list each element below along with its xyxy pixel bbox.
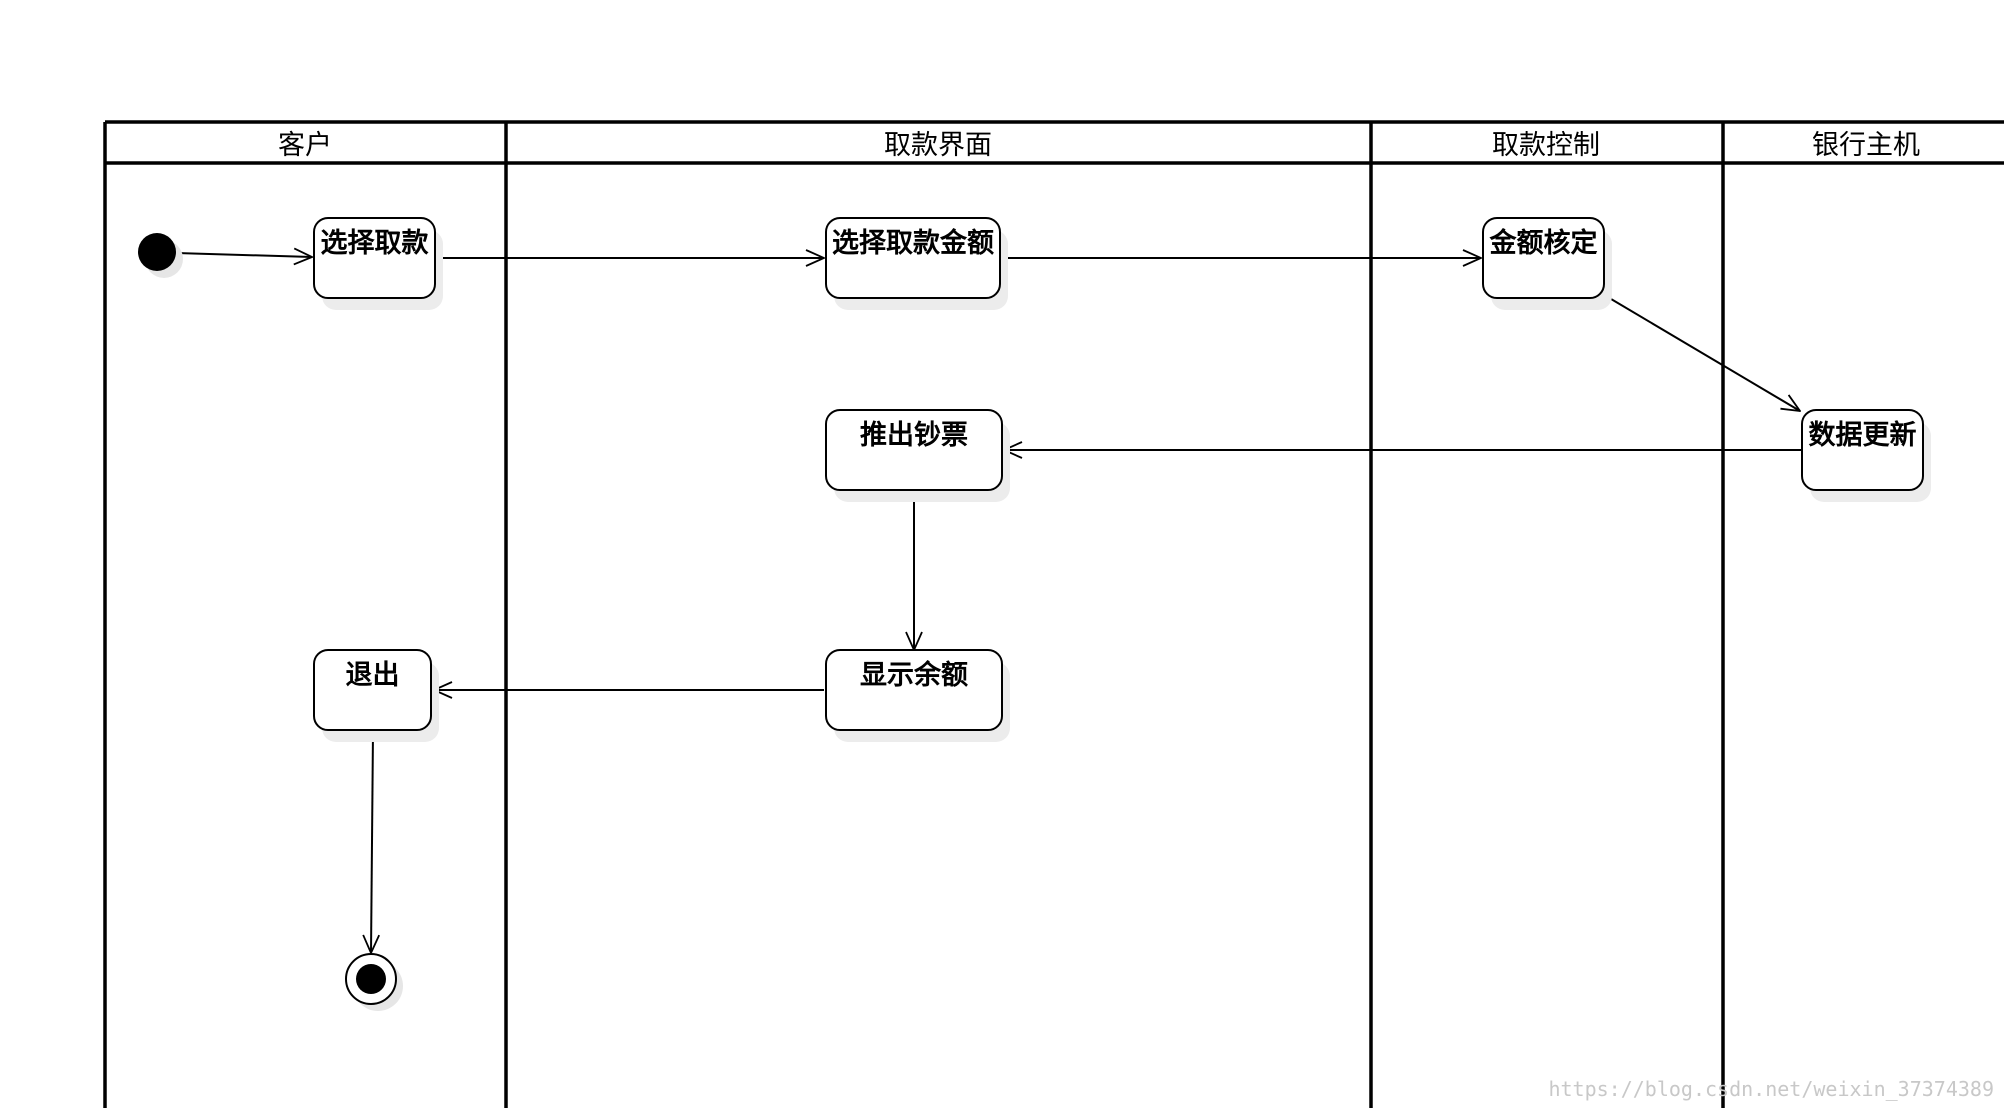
activity-select-amount-label: 选择取款金额: [832, 227, 994, 259]
activity-dispense-cash-label: 推出钞票: [860, 420, 968, 451]
activity-exit: 退出: [313, 649, 439, 742]
activity-exit-label: 退出: [346, 660, 400, 691]
activity-verify-amount: 金额核定: [1482, 217, 1612, 310]
activity-select-withdraw: 选择取款: [313, 217, 443, 310]
start-node: [138, 233, 183, 278]
activity-select-withdraw-label: 选择取款: [321, 228, 430, 259]
lane-title-customer: 客户: [278, 130, 332, 161]
lane-title-withdraw-ui: 取款界面: [884, 130, 992, 161]
watermark-text: https://blog.csdn.net/weixin_37374389: [1548, 1077, 1994, 1101]
activity-update-data-label: 数据更新: [1809, 419, 1917, 451]
lane-title-bank-host: 银行主机: [1812, 130, 1920, 161]
activity-select-amount: 选择取款金额: [825, 217, 1008, 310]
edge-start-to-select-withdraw: [175, 253, 312, 257]
edge-verify-amount-to-update-data: [1605, 295, 1800, 411]
activity-show-balance-label: 显示余额: [860, 659, 968, 691]
edge-exit-to-end: [371, 730, 373, 953]
activity-show-balance: 显示余额: [825, 649, 1010, 742]
end-node: [345, 953, 403, 1011]
activity-verify-amount-label: 金额核定: [1489, 227, 1598, 259]
swimlane-frame: [103, 120, 2004, 1108]
flow-edges: [175, 253, 1801, 953]
activity-dispense-cash: 推出钞票: [825, 409, 1010, 502]
lane-title-withdraw-control: 取款控制: [1492, 130, 1600, 161]
activity-update-data: 数据更新: [1801, 409, 1931, 502]
